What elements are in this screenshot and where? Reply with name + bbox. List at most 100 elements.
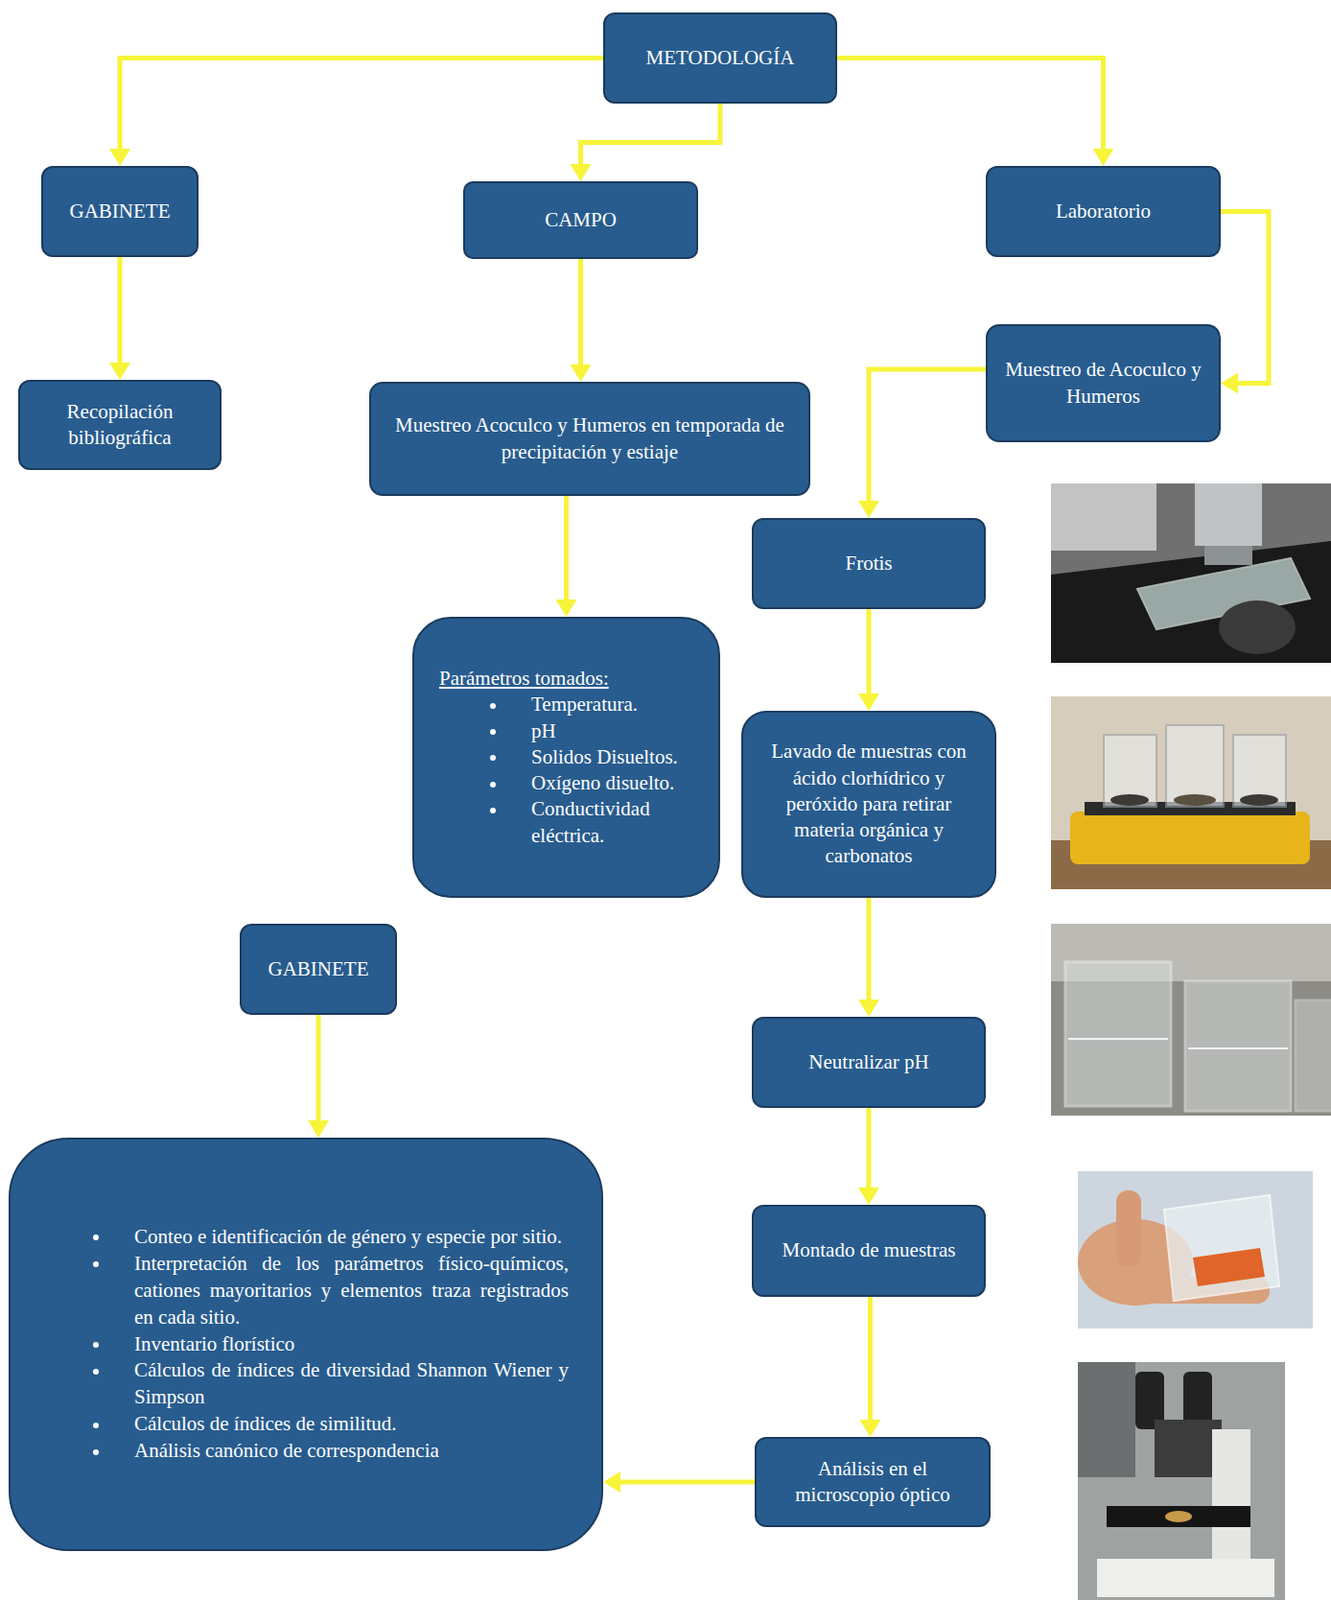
arrowhead — [1220, 373, 1238, 395]
bullet-text: Cálculos de índices de diversidad Shanno… — [134, 1356, 569, 1411]
bullet-text: Conteo e identificación de género y espe… — [134, 1223, 569, 1251]
connector-line — [867, 1296, 873, 1422]
connector — [570, 258, 592, 382]
water-line — [1068, 1037, 1168, 1040]
process-box: Recopilación bibliográfica — [18, 379, 222, 470]
bullet-item: Cálculos de índices de similitud. — [134, 1410, 569, 1438]
box-label: GABINETE — [70, 198, 171, 225]
slide-hand-photo — [1077, 1170, 1313, 1329]
microscope-slide-photo — [1050, 483, 1331, 663]
beaker — [1166, 724, 1224, 807]
finger — [1116, 1190, 1142, 1267]
list-box: Conteo e identificación de género y espe… — [8, 1137, 604, 1551]
connector-line — [316, 1014, 322, 1122]
arrowhead — [556, 599, 578, 617]
stage-opening — [1218, 600, 1296, 654]
bullet-text: Inventario florístico — [134, 1331, 569, 1358]
connector-line — [866, 1107, 872, 1190]
bullet-text: Cálculos de índices de similitud. — [134, 1410, 569, 1438]
process-box: Muestreo Acoculco y Humeros en temporada… — [369, 381, 811, 496]
bullet-item: Conteo e identificación de género y espe… — [134, 1223, 569, 1251]
connector-line — [117, 256, 123, 365]
connector-line — [1220, 211, 1269, 384]
sediment — [1239, 793, 1279, 806]
stirrer-plate — [1070, 811, 1310, 864]
box-label: CAMPO — [544, 207, 617, 234]
beaker — [1295, 1000, 1331, 1111]
microscope-stage — [1106, 1505, 1251, 1527]
connector — [860, 1296, 882, 1437]
sample-mount — [1192, 1247, 1265, 1286]
connector — [858, 897, 880, 1017]
bullet-item: Inventario florístico — [134, 1331, 569, 1358]
process-box: Muestreo de Acoculco y Humeros — [985, 324, 1221, 443]
photo-ground — [1050, 483, 1331, 663]
beaker — [1103, 734, 1157, 807]
process-box: GABINETE — [239, 923, 397, 1015]
objective-tip — [1204, 545, 1253, 565]
box-label: Neutralizar pH — [808, 1049, 929, 1075]
arrowhead — [109, 148, 131, 166]
connector — [858, 608, 880, 711]
process-box: Neutralizar pH — [751, 1016, 986, 1108]
process-box: Lavado de muestras con ácido clorhídrico… — [741, 710, 997, 898]
connector — [556, 495, 578, 617]
box-label: Frotis — [844, 550, 892, 577]
arrowhead — [858, 500, 880, 518]
box-label: Laboratorio — [1055, 198, 1151, 225]
process-box: METODOLOGÍA — [603, 12, 838, 104]
sediment — [1173, 793, 1216, 806]
arrowhead — [1093, 148, 1115, 166]
microscope-base — [1097, 1558, 1275, 1597]
photo-ground — [1077, 1361, 1285, 1600]
bullet-list: Conteo e identificación de género y espe… — [134, 1223, 569, 1465]
connector-line — [618, 1479, 755, 1485]
connector — [858, 369, 986, 518]
arrowhead — [858, 1187, 880, 1205]
arrowhead — [858, 693, 880, 711]
shelf — [1077, 1361, 1136, 1477]
arrowhead — [860, 1419, 882, 1437]
bullet-text: pH — [531, 718, 702, 745]
process-box: CAMPO — [463, 181, 699, 259]
bullet-list: Temperatura.pHSolidos Disueltos.Oxígeno … — [531, 691, 702, 849]
bullet-text: Conductividad eléctrica. — [531, 795, 702, 849]
connector-line — [563, 495, 569, 602]
water-line — [1188, 1047, 1288, 1050]
parameter-box: Parámetros tomados:Temperatura.pHSolidos… — [412, 616, 721, 898]
microscope-stage — [1050, 540, 1331, 663]
process-box: Análisis en el microscopio óptico — [754, 1436, 991, 1527]
connector-line — [866, 608, 872, 696]
beaker — [1233, 734, 1286, 807]
connector — [570, 103, 722, 182]
arrowhead — [109, 362, 131, 380]
sample-slide — [1165, 1510, 1192, 1522]
bullet-item: pH — [531, 718, 702, 745]
photo-ground — [1077, 1170, 1313, 1329]
bullet-item: Interpretación de los parámetros físico-… — [134, 1250, 569, 1331]
box-label: Análisis en el microscopio óptico — [768, 1455, 978, 1509]
arrowhead — [307, 1120, 329, 1138]
arrowhead — [570, 364, 592, 382]
process-box: Frotis — [751, 517, 986, 609]
sediment — [1110, 793, 1149, 806]
box-label: GABINETE — [268, 956, 370, 982]
connector-line — [581, 103, 722, 166]
bullet-item: Análisis canónico de correspondencia — [134, 1437, 569, 1465]
process-box: GABINETE — [41, 165, 199, 257]
process-box: Montado de muestras — [751, 1204, 986, 1297]
photo-highlight — [1050, 483, 1157, 551]
connector — [603, 1471, 755, 1493]
connector — [858, 1107, 880, 1205]
connector — [1220, 211, 1269, 395]
bullet-item: Cálculos de índices de diversidad Shanno… — [134, 1356, 569, 1411]
connector — [837, 58, 1115, 167]
box-label: Muestreo Acoculco y Humeros en temporada… — [382, 412, 797, 466]
bullet-text: Análisis canónico de correspondencia — [134, 1437, 569, 1465]
box-label: Recopilación bibliográfica — [31, 398, 209, 452]
beaker — [1185, 980, 1291, 1111]
bullet-text: Solidos Disueltos. — [531, 744, 702, 771]
box-label: Muestreo de Acoculco y Humeros — [999, 356, 1208, 410]
bullet-text: Interpretación de los parámetros físico-… — [134, 1250, 569, 1331]
box-heading: Parámetros tomados: — [439, 665, 609, 692]
